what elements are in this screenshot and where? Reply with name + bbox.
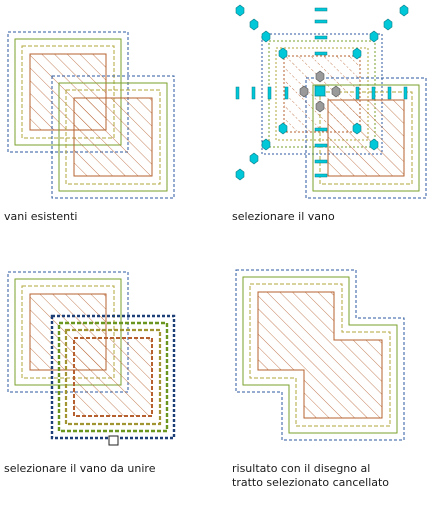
panel-result bbox=[235, 269, 405, 441]
edge-grips[interactable] bbox=[235, 7, 408, 178]
corner-grips[interactable] bbox=[235, 4, 409, 181]
other-space bbox=[305, 77, 427, 199]
panel-existing-spaces bbox=[7, 31, 175, 199]
panel-select-merge bbox=[7, 271, 176, 446]
merge-space-highlighted[interactable] bbox=[50, 314, 176, 440]
pick-cursor-icon bbox=[108, 435, 119, 446]
space-b bbox=[51, 75, 175, 199]
caption-select-space: selezionare il vano bbox=[232, 210, 335, 223]
caption-select-merge: selezionare il vano da unire bbox=[4, 462, 156, 475]
selected-space bbox=[261, 33, 383, 155]
caption-result: risultato con il disegno al tratto selez… bbox=[232, 462, 390, 489]
panel-select-space bbox=[235, 4, 427, 199]
center-grips[interactable] bbox=[299, 70, 341, 113]
caption-existing-spaces: vani esistenti bbox=[4, 210, 78, 223]
